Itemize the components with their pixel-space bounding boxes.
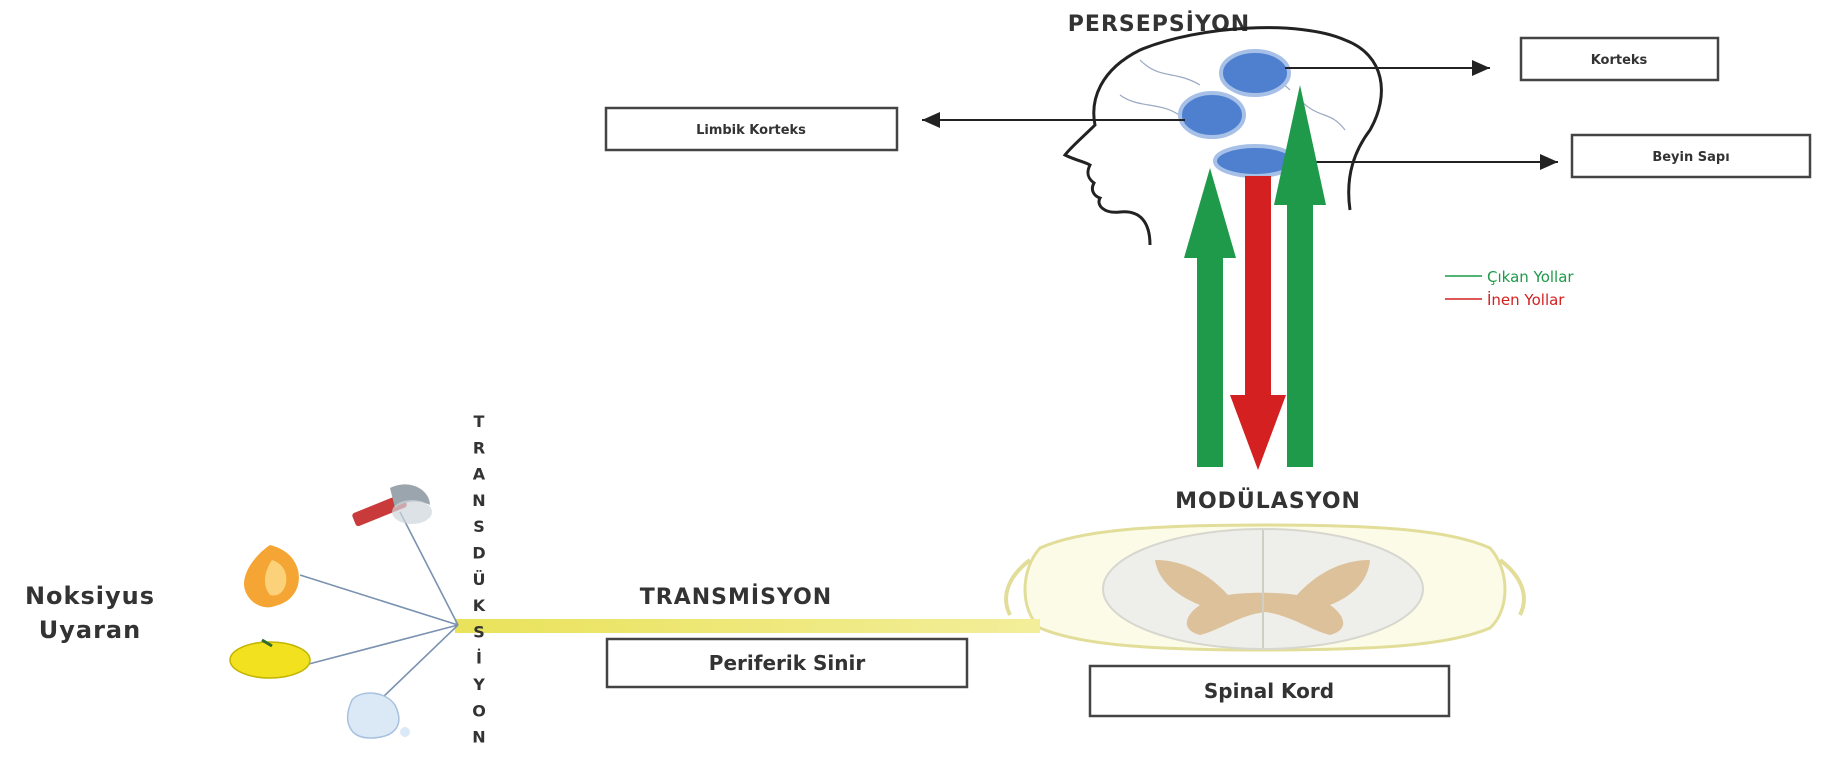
legend-ascending-label: Çıkan Yollar (1487, 268, 1574, 286)
descending-pathway (1230, 176, 1286, 470)
modulation-title: MODÜLASYON (1175, 488, 1361, 514)
transduction-letter: O (472, 701, 486, 720)
peripheral-nerve-label: Periferik Sinir (709, 651, 866, 675)
stimulus-label-line2: Uyaran (39, 616, 141, 644)
limbic-box: Limbik Korteks (606, 108, 897, 150)
fire-icon (244, 545, 299, 607)
cortex-box: Korteks (1521, 38, 1718, 80)
ascending-pathway-right (1274, 85, 1326, 467)
transduction-letter: K (473, 596, 486, 615)
legend: Çıkan Yollar İnen Yollar (1445, 268, 1574, 309)
cortex-label: Korteks (1591, 53, 1648, 68)
transduction-letter: S (473, 517, 485, 536)
transduction-letter: A (473, 465, 486, 484)
ascending-pathway-left (1184, 168, 1236, 467)
stimulus-lines (300, 512, 458, 700)
lemon-icon (230, 640, 310, 678)
cold-icon (348, 693, 410, 738)
spinal-cord-icon (1006, 525, 1524, 650)
transmission-title: TRANSMİSYON (640, 584, 832, 610)
spinal-cord-box: Spinal Kord (1090, 666, 1449, 716)
hammer-icon (351, 484, 432, 527)
brainstem-box: Beyin Sapı (1572, 135, 1810, 177)
spinal-cord-label: Spinal Kord (1204, 679, 1334, 703)
transduction-letter: Ü (473, 570, 486, 589)
transduction-letter: D (472, 544, 485, 563)
peripheral-nerve-box: Periferik Sinir (607, 639, 967, 687)
cortex-node (1221, 51, 1289, 95)
limbic-label: Limbik Korteks (696, 123, 806, 138)
stimulus-label-line1: Noksiyus (25, 582, 155, 610)
transduction-letter: T (474, 412, 485, 431)
transduction-letter: N (472, 728, 485, 747)
transduction-letter: R (473, 438, 485, 457)
transduction-letter: N (472, 491, 485, 510)
transduction-letter: Y (472, 675, 485, 694)
perception-title: PERSEPSİYON (1068, 11, 1250, 37)
transduction-letter: İ (476, 649, 482, 668)
brainstem-label: Beyin Sapı (1652, 150, 1729, 165)
limbic-node (1180, 93, 1244, 137)
legend-descending-label: İnen Yollar (1487, 290, 1565, 309)
transduction-letter: S (473, 622, 485, 641)
peripheral-nerve (455, 619, 1040, 633)
